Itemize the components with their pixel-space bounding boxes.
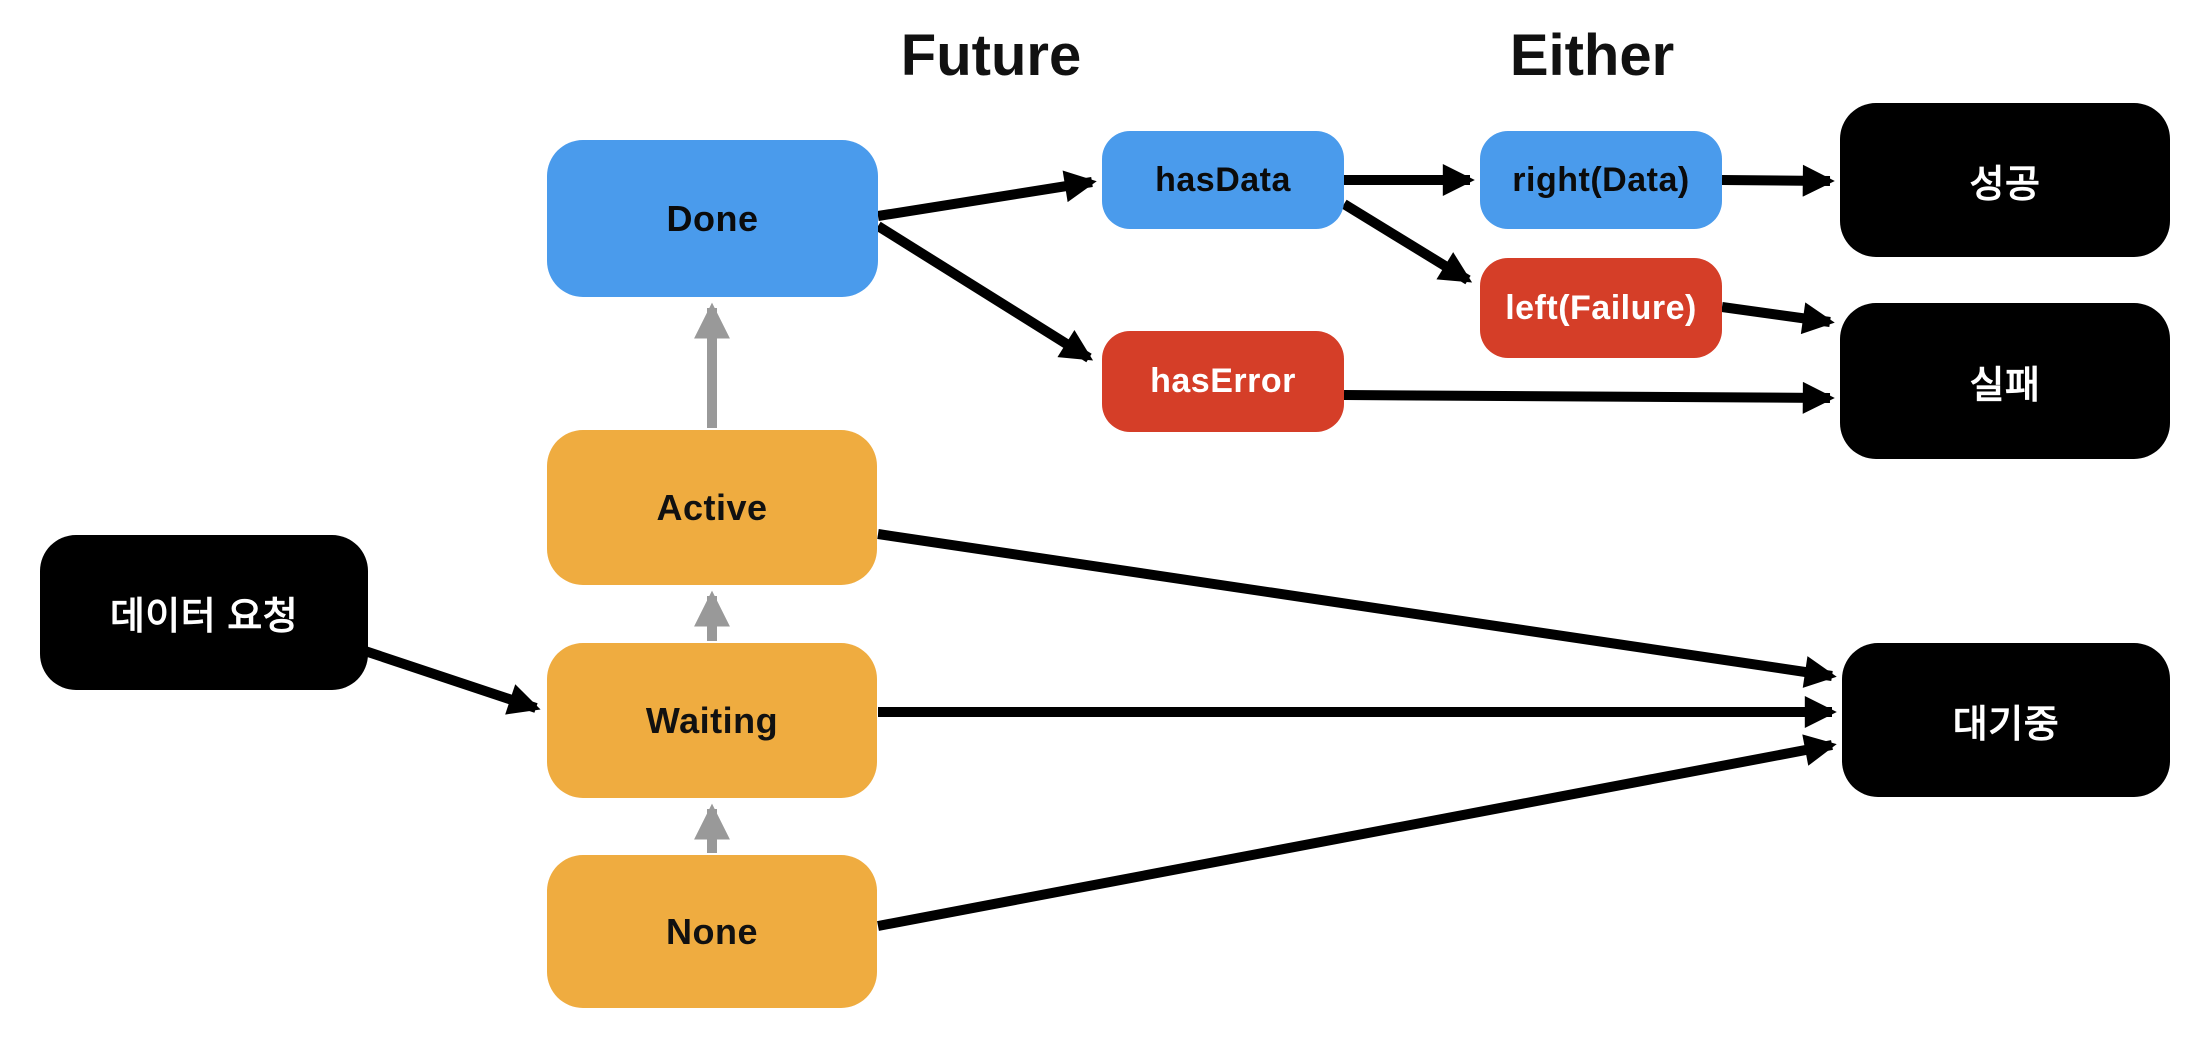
edge-leftfailure-to-failure	[1721, 302, 1835, 335]
node-waiting: Waiting	[547, 643, 877, 798]
node-failure: 실패	[1840, 303, 2170, 459]
node-none: None	[547, 855, 877, 1008]
edge-none-to-pending	[877, 734, 1837, 931]
node-hasdata: hasData	[1102, 131, 1344, 229]
edge-active-to-pending	[877, 529, 1837, 688]
node-left-failure: left(Failure)	[1480, 258, 1722, 358]
node-active: Active	[547, 430, 877, 585]
edge-request-to-waiting	[360, 645, 541, 715]
edge-hasdata-to-leftfailure	[1341, 199, 1473, 285]
edge-rightdata-to-success	[1721, 164, 1835, 197]
node-right-data: right(Data)	[1480, 131, 1722, 229]
edge-haserror-to-failure	[1343, 381, 1835, 414]
node-data-request: 데이터 요청	[40, 535, 368, 690]
node-done: Done	[547, 140, 878, 297]
title-either: Either	[1509, 23, 1675, 88]
node-haserror: hasError	[1102, 331, 1344, 432]
node-pending: 대기중	[1842, 643, 2170, 797]
edge-done-to-haserror	[875, 221, 1094, 363]
title-future: Future	[900, 23, 1082, 88]
node-success: 성공	[1840, 103, 2170, 257]
edge-done-to-hasdata	[877, 170, 1097, 221]
